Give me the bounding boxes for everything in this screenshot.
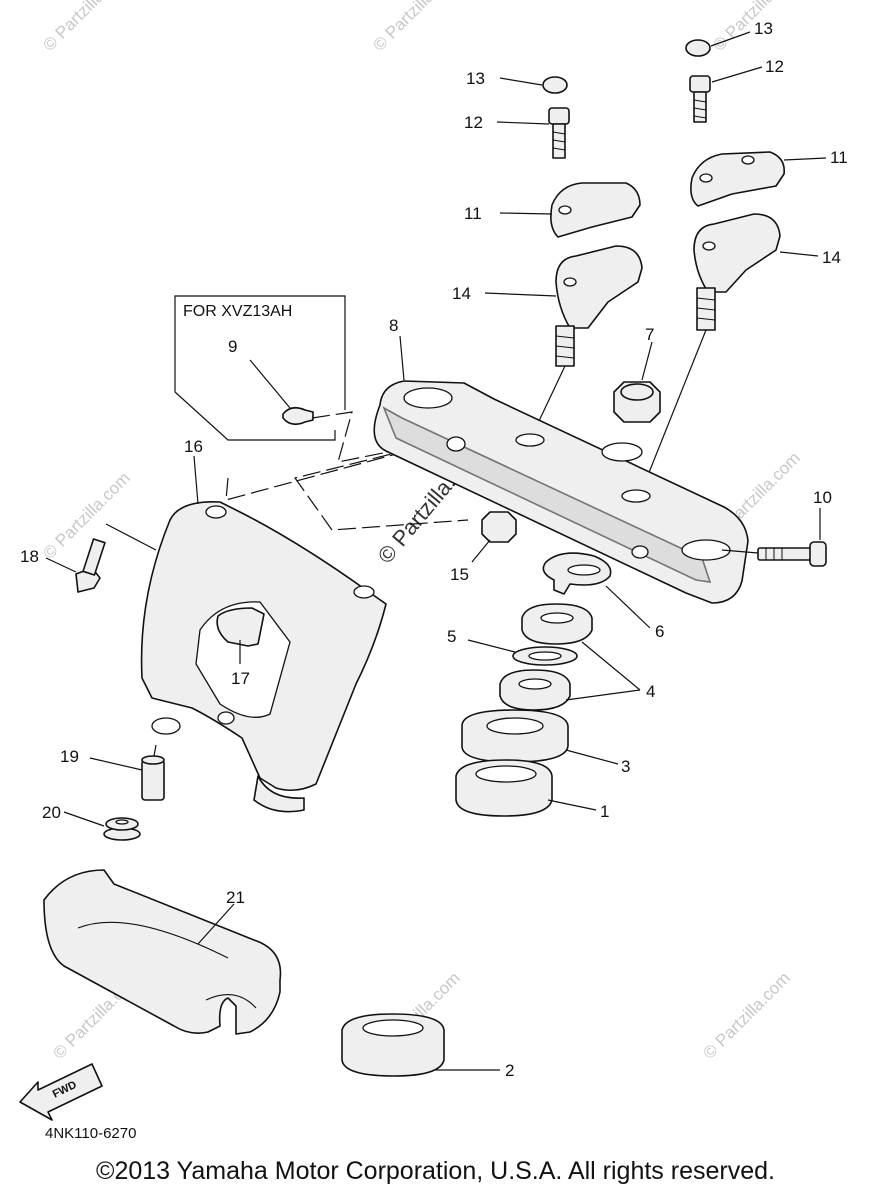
watermark: © Partzilla.com <box>39 0 133 55</box>
callout-9: 9 <box>228 337 237 356</box>
part-1-bearing <box>455 759 553 817</box>
part-11-holder-right <box>690 151 786 207</box>
note-box: FOR XVZ13AH 9 <box>174 295 346 441</box>
callout-7: 7 <box>645 325 654 344</box>
part-12-bolt-left <box>548 107 570 159</box>
part-13-cap-right <box>685 39 711 57</box>
part-12-bolt-right <box>689 75 711 123</box>
part-10-bolt <box>757 541 827 567</box>
part-11-holder-left <box>550 182 641 238</box>
part-8-upper-bracket <box>373 380 749 604</box>
part-4-ring-nut-upper <box>521 603 593 645</box>
part-3-dust-seal <box>461 709 569 763</box>
callout-15: 15 <box>450 565 469 584</box>
callout-8: 8 <box>389 316 398 335</box>
callout-14-right: 14 <box>822 248 841 267</box>
reference-line <box>225 439 449 501</box>
watermark: © Partzilla.com <box>699 968 793 1062</box>
copyright-notice: ©2013 Yamaha Motor Corporation, U.S.A. A… <box>96 1157 775 1185</box>
part-19-collar <box>141 755 165 801</box>
callout-12-right: 12 <box>765 57 784 76</box>
callout-4: 4 <box>646 682 655 701</box>
callout-1: 1 <box>600 802 609 821</box>
callout-6: 6 <box>655 622 664 641</box>
callout-13-right: 13 <box>754 19 773 38</box>
part-14-holder-left <box>555 245 643 367</box>
callout-14-left: 14 <box>452 284 471 303</box>
callout-16: 16 <box>184 437 203 456</box>
part-9-screw <box>282 406 314 426</box>
callout-11-left: 11 <box>464 204 482 223</box>
callout-11-right: 11 <box>830 148 848 167</box>
part-15-nut <box>481 511 517 543</box>
callout-5: 5 <box>447 627 456 646</box>
note-box-title: FOR XVZ13AH <box>183 303 292 320</box>
callout-3: 3 <box>621 757 630 776</box>
callout-10: 10 <box>813 488 832 507</box>
callout-18: 18 <box>20 547 39 566</box>
watermark: © Partzilla.com <box>369 0 463 55</box>
part-4-ring-nut-lower <box>499 669 571 711</box>
callout-20: 20 <box>42 803 61 822</box>
part-13-cap-left <box>542 76 568 94</box>
callout-21: 21 <box>226 888 245 907</box>
callout-19: 19 <box>60 747 79 766</box>
part-7-nut <box>613 381 661 423</box>
callout-17: 17 <box>231 669 250 688</box>
part-21-cover-sheet <box>43 869 282 1035</box>
part-16-handlebar-cover <box>140 501 387 813</box>
part-17-clip <box>216 607 265 647</box>
callout-2: 2 <box>505 1061 514 1080</box>
watermark: © Partzilla.com <box>39 468 133 562</box>
part-18-bolt <box>75 538 106 593</box>
callout-12-left: 12 <box>464 113 483 132</box>
fwd-arrow-icon: FWD <box>19 1063 103 1121</box>
part-5-washer <box>512 646 578 666</box>
part-2-bearing <box>341 1013 445 1077</box>
callout-13-left: 13 <box>466 69 485 88</box>
part-6-lock-washer <box>542 552 612 595</box>
part-20-grommet <box>103 817 141 841</box>
part-14-holder-right <box>693 213 781 331</box>
diagram-code: 4NK110-6270 <box>45 1125 136 1142</box>
